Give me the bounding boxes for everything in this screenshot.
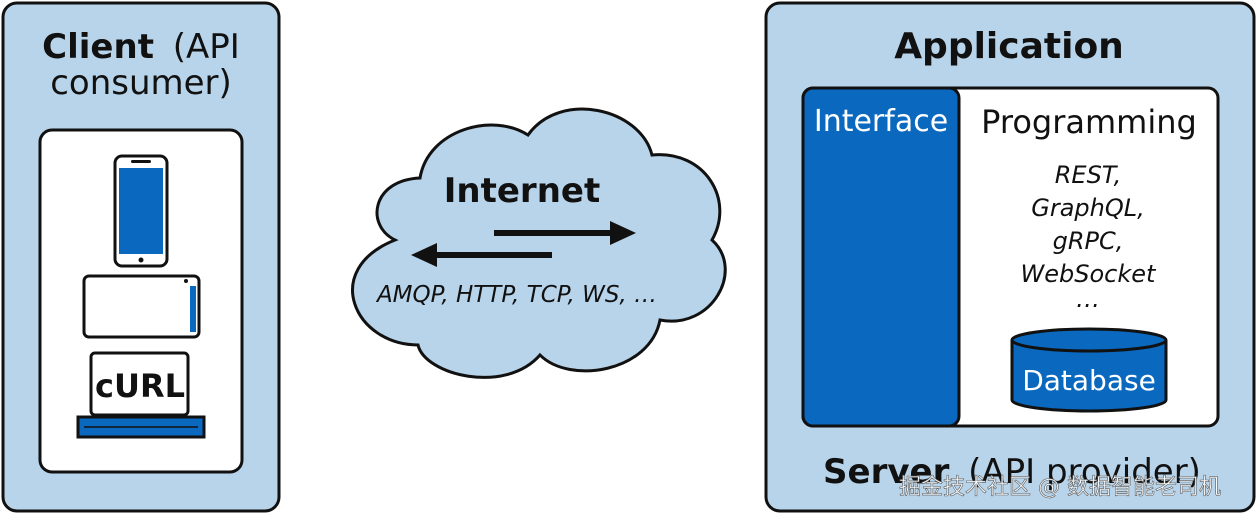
api-style-rest: REST, xyxy=(1055,161,1122,189)
programming-label: Programming xyxy=(981,103,1197,141)
laptop-screen-label: cURL xyxy=(95,367,185,405)
protocols-label: AMQP, HTTP, TCP, WS, … xyxy=(375,282,657,308)
api-style-grpc: gRPC, xyxy=(1053,227,1124,255)
smartphone-icon xyxy=(113,154,169,268)
client-title: Client (API xyxy=(42,27,240,67)
watermark-text: 掘金技术社区 @ 数据智能老司机 xyxy=(899,475,1221,500)
database-icon: Database xyxy=(1010,327,1168,413)
api-style-ellipsis: … xyxy=(1076,285,1100,313)
internet-group: Internet AMQP, HTTP, TCP, WS, … xyxy=(351,107,727,379)
laptop-icon: cURL xyxy=(76,351,206,439)
api-styles-list: REST, GraphQL, gRPC, WebSocket … xyxy=(1021,161,1158,313)
client-subtitle: consumer) xyxy=(50,63,232,103)
arrow-left-icon xyxy=(411,243,552,267)
tablet-icon xyxy=(82,274,201,339)
interface-column xyxy=(801,86,961,428)
database-label: Database xyxy=(1022,364,1156,397)
api-style-graphql: GraphQL, xyxy=(1031,194,1145,222)
server-footer-label: Server (API provider) xyxy=(823,452,1201,492)
arrow-right-icon xyxy=(494,221,636,245)
server-panel: Application Interface Programming REST, … xyxy=(764,1,1256,513)
interface-label: Interface xyxy=(814,104,948,139)
internet-title: Internet xyxy=(444,171,600,211)
client-panel: Client (API consumer) cURL xyxy=(1,1,281,513)
api-style-websocket: WebSocket xyxy=(1021,260,1158,288)
application-title: Application xyxy=(894,26,1124,67)
cloud-icon xyxy=(351,107,727,379)
